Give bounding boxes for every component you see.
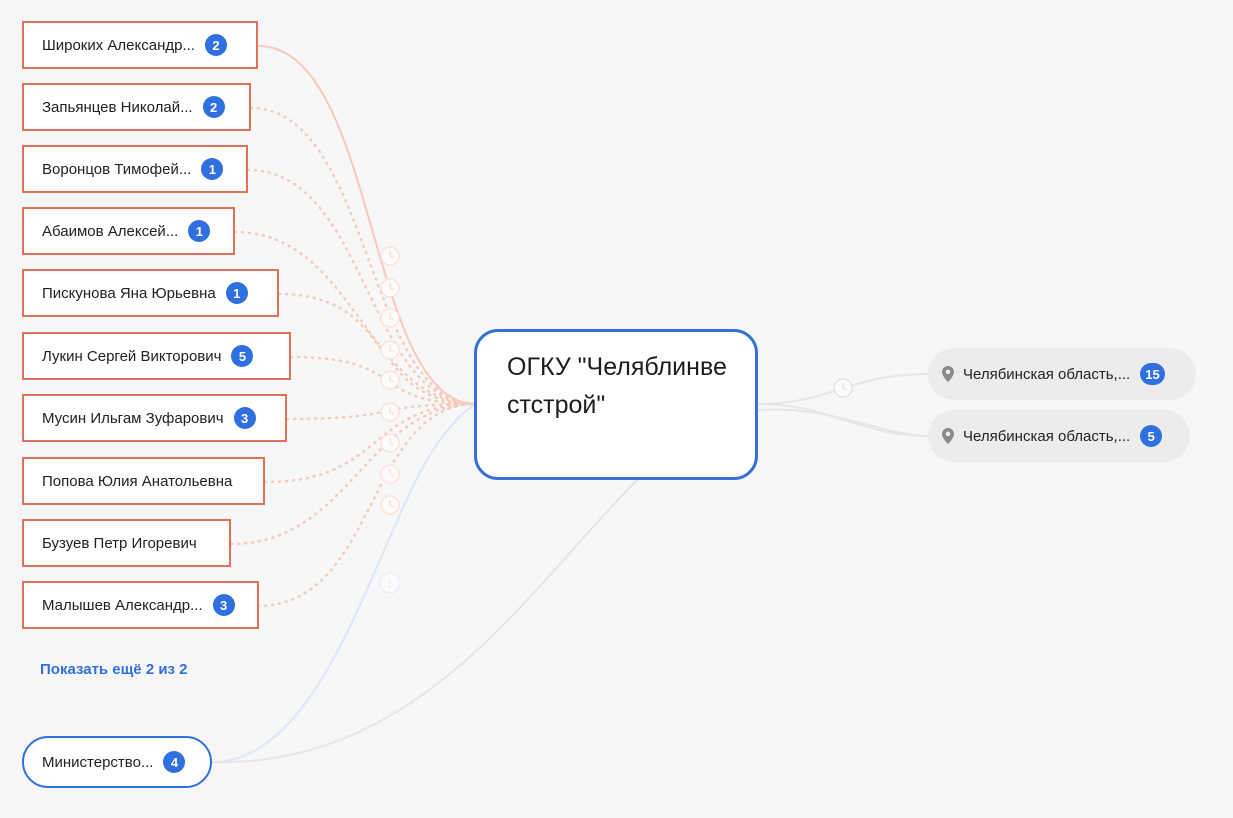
person-name: Лукин Сергей Викторович <box>42 347 222 365</box>
region-node[interactable]: Челябинская область,... 15 <box>928 348 1196 400</box>
person-node[interactable]: Воронцов Тимофей... 1 <box>22 145 248 193</box>
location-pin-icon <box>942 428 954 444</box>
connection-count-badge: 2 <box>202 96 225 118</box>
location-pin-icon <box>942 366 954 382</box>
clock-icon <box>380 495 400 515</box>
person-node[interactable]: Бузуев Петр Игоревич <box>22 519 231 567</box>
connection-count-badge: 1 <box>188 220 211 242</box>
person-name: Пискунова Яна Юрьевна <box>42 284 216 302</box>
clock-icon <box>380 278 400 298</box>
connection-count-badge: 2 <box>204 34 227 56</box>
region-node[interactable]: Челябинская область,... 5 <box>928 410 1190 462</box>
person-name: Мусин Ильгам Зуфарович <box>42 409 224 427</box>
connection-count-badge: 1 <box>201 158 224 180</box>
connection-count-badge: 3 <box>212 594 235 616</box>
clock-icon <box>380 246 400 266</box>
connection-count-badge: 1 <box>225 282 248 304</box>
connection-count-badge: 5 <box>231 345 254 367</box>
person-name: Воронцов Тимофей... <box>42 160 192 178</box>
person-node[interactable]: Лукин Сергей Викторович 5 <box>22 332 291 380</box>
clock-icon <box>380 340 400 360</box>
region-name: Челябинская область,... <box>963 427 1131 445</box>
connection-line <box>263 402 478 484</box>
person-node[interactable]: Мусин Ильгам Зуфарович 3 <box>22 394 287 442</box>
person-node[interactable]: Широких Александр... 2 <box>22 21 258 69</box>
connection-count-badge: 3 <box>233 407 256 429</box>
connection-line <box>233 230 478 406</box>
person-name: Запьянцев Николай... <box>42 98 193 116</box>
connection-line <box>249 106 478 406</box>
connection-line <box>757 403 929 437</box>
person-name: Малышев Александр... <box>42 596 203 614</box>
person-node[interactable]: Абаимов Алексей... 1 <box>22 207 235 255</box>
connection-line <box>256 402 478 608</box>
connection-count-badge: 5 <box>1140 425 1163 447</box>
clock-icon <box>380 464 400 484</box>
person-name: Абаимов Алексей... <box>42 222 179 240</box>
person-name: Бузуев Петр Игоревич <box>42 534 197 552</box>
connection-line <box>246 168 478 406</box>
connection-line <box>229 402 478 546</box>
clock-icon <box>380 370 400 390</box>
person-node[interactable]: Малышев Александр... 3 <box>22 581 259 629</box>
clock-icon <box>380 433 400 453</box>
person-name: Попова Юлия Анатольевна <box>42 472 233 490</box>
person-node[interactable]: Запьянцев Николай... 2 <box>22 83 251 131</box>
clock-icon <box>380 402 400 422</box>
person-node[interactable]: Пискунова Яна Юрьевна 1 <box>22 269 279 317</box>
connection-line <box>257 45 477 405</box>
show-more-link[interactable]: Показать ещё 2 из 2 <box>40 661 188 678</box>
person-name: Широких Александр... <box>42 36 195 54</box>
organization-title: ОГКУ "Челяблинве стстрой" <box>507 353 727 419</box>
ministry-node[interactable]: Министерство... 4 <box>22 736 212 788</box>
clock-icon <box>380 308 400 328</box>
region-name: Челябинская область,... <box>963 365 1131 383</box>
person-node[interactable]: Попова Юлия Анатольевна <box>22 457 265 505</box>
connection-count-badge: 4 <box>163 751 186 773</box>
center-organization-node[interactable]: ОГКУ "Челяблинве стстрой" <box>474 329 758 480</box>
ministry-name: Министерство... <box>42 753 154 771</box>
info-icon <box>379 572 401 594</box>
clock-icon <box>833 378 853 398</box>
connection-line <box>211 403 477 763</box>
connection-count-badge: 15 <box>1140 363 1165 385</box>
